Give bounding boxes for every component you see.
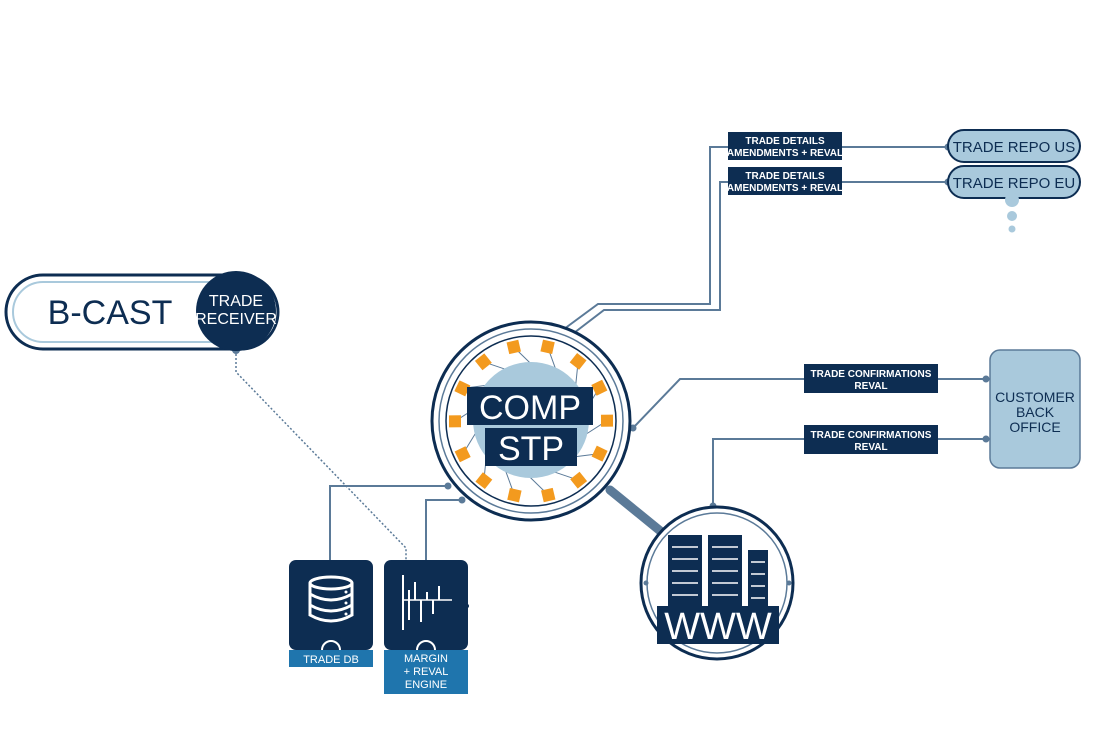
message-box (804, 425, 938, 454)
www-node[interactable]: WWW (639, 505, 795, 661)
comp-stp-hub[interactable]: COMP STP (430, 320, 669, 539)
message-line1: TRADE DETAILS (745, 171, 825, 182)
customer-line1: CUSTOMER (995, 389, 1075, 405)
trade-db-node[interactable]: TRADE DB (289, 560, 373, 667)
hub-node (591, 445, 608, 462)
margin-engine-tile (384, 560, 468, 650)
margin-engine-line2: + REVAL (404, 666, 449, 678)
magnifier-handle (605, 485, 669, 539)
connector-hub-to-repo-eu (569, 181, 948, 337)
hub-node (507, 488, 522, 503)
trade-db-label: TRADE DB (303, 654, 359, 666)
trade-repo-us[interactable]: TRADE REPO US (947, 129, 1081, 163)
message-line1: TRADE DETAILS (745, 136, 825, 147)
hub-label-line2: STP (498, 430, 564, 468)
connector-dot (982, 435, 990, 443)
bcast-node[interactable]: B-CAST TRADE RECEIVER (4, 271, 280, 351)
hub-node (506, 339, 521, 355)
customer-back-office[interactable]: CUSTOMER BACK OFFICE (989, 349, 1081, 469)
hub-mid-ring (438, 328, 624, 514)
connector-hub-to-margin-engine (425, 499, 462, 563)
www-label: WWW (664, 606, 772, 648)
hub-node (541, 487, 556, 503)
www-label-bg (657, 606, 779, 644)
hub-node (570, 471, 588, 489)
connector-hub-to-trade-db (329, 485, 448, 563)
trade-receiver-line2: RECEIVER (195, 311, 277, 328)
hub-node (454, 446, 471, 463)
repo-pill (947, 129, 1081, 163)
database-indicator-dots (344, 590, 348, 616)
message-box (728, 167, 842, 195)
ellipsis-dot (1007, 211, 1017, 221)
trade-receiver-circle (196, 271, 276, 351)
margin-engine-node[interactable]: MARGIN + REVAL ENGINE (384, 560, 469, 694)
trade-receiver-line1: TRADE (209, 293, 263, 310)
side-port (465, 604, 469, 608)
hub-node (475, 472, 493, 490)
bcast-title: B-CAST (48, 294, 173, 332)
message-line2: AMENDMENTS + REVAL (727, 183, 843, 194)
repo-label: TRADE REPO EU (953, 175, 1076, 192)
customer-line3: OFFICE (1009, 419, 1060, 435)
connector-dot (444, 482, 452, 490)
hub-label-line1: COMP (479, 389, 581, 427)
ellipsis-dot (1005, 193, 1019, 207)
hub-node (600, 414, 614, 427)
hub-node (591, 379, 608, 396)
repo-label: TRADE REPO US (953, 139, 1076, 156)
message-box (728, 132, 842, 160)
bar-chart-icon (402, 575, 452, 630)
connector-dot (982, 375, 990, 383)
customer-line2: BACK (1016, 404, 1055, 420)
hub-node (454, 380, 471, 397)
more-items-dots (1005, 193, 1019, 233)
server-rack-icon (668, 535, 768, 607)
connector-dot (786, 580, 792, 586)
trade-repo-eu[interactable]: TRADE REPO EU (947, 165, 1081, 199)
customer-box (989, 349, 1081, 469)
connector-bcast-dotted (235, 350, 407, 563)
message-box (804, 364, 938, 393)
hub-label-box-bottom (485, 428, 577, 466)
trade-db-tile (289, 560, 373, 650)
hub-node (448, 415, 462, 428)
ellipsis-dot (1008, 225, 1016, 233)
message-line2: AMENDMENTS + REVAL (727, 148, 843, 159)
connector-dot (458, 496, 466, 504)
hub-node (540, 339, 555, 354)
margin-engine-line3: ENGINE (405, 679, 447, 691)
hub-inner-ring (445, 335, 617, 507)
message-confirm-top: TRADE CONFIRMATIONS REVAL (804, 364, 938, 393)
message-line2: REVAL (854, 442, 887, 453)
trade-db-label-bg (289, 650, 373, 667)
hub-node (569, 352, 587, 370)
margin-engine-label-bg (384, 650, 468, 694)
message-line1: TRADE CONFIRMATIONS (811, 369, 932, 380)
message-line2: REVAL (854, 381, 887, 392)
connectors (235, 146, 990, 563)
hub-label-box-top (467, 387, 593, 425)
margin-engine-line1: MARGIN (404, 653, 448, 665)
message-repo-eu: TRADE DETAILS AMENDMENTS + REVAL (727, 167, 843, 195)
hub-node (474, 353, 492, 371)
message-repo-us: TRADE DETAILS AMENDMENTS + REVAL (727, 132, 843, 160)
database-icon (308, 575, 354, 623)
message-confirm-bottom: TRADE CONFIRMATIONS REVAL (804, 425, 938, 454)
message-line1: TRADE CONFIRMATIONS (811, 430, 932, 441)
connector-dot (643, 580, 649, 586)
